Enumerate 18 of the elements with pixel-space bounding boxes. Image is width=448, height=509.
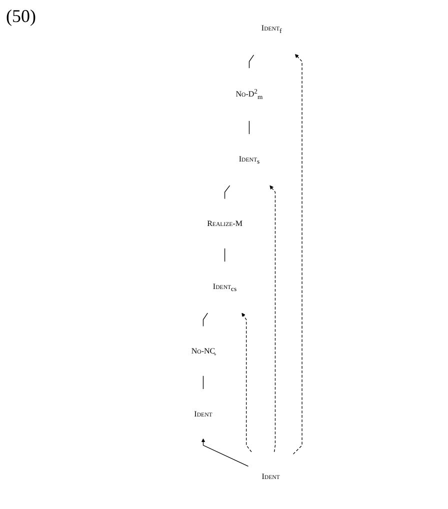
connector xyxy=(202,312,208,327)
arrow xyxy=(201,438,249,467)
node-text: No-NC̥ xyxy=(191,346,216,356)
connector xyxy=(224,248,226,262)
connector xyxy=(248,54,254,69)
node-text: Ident$_{f}$ xyxy=(261,24,282,35)
connector xyxy=(224,185,230,200)
arrow xyxy=(270,185,276,452)
node-text: Ident xyxy=(262,472,280,481)
connector xyxy=(248,120,250,135)
example-number: (50) xyxy=(6,6,36,27)
node-text: Ident$_{s}$ xyxy=(238,154,260,166)
node-text: Realize-M xyxy=(207,218,242,228)
connector xyxy=(202,375,204,390)
node-text: Ident$_{cs}$ xyxy=(212,282,237,293)
arrow xyxy=(292,54,302,454)
arrow xyxy=(242,312,252,452)
node-text: Ident xyxy=(194,409,212,418)
